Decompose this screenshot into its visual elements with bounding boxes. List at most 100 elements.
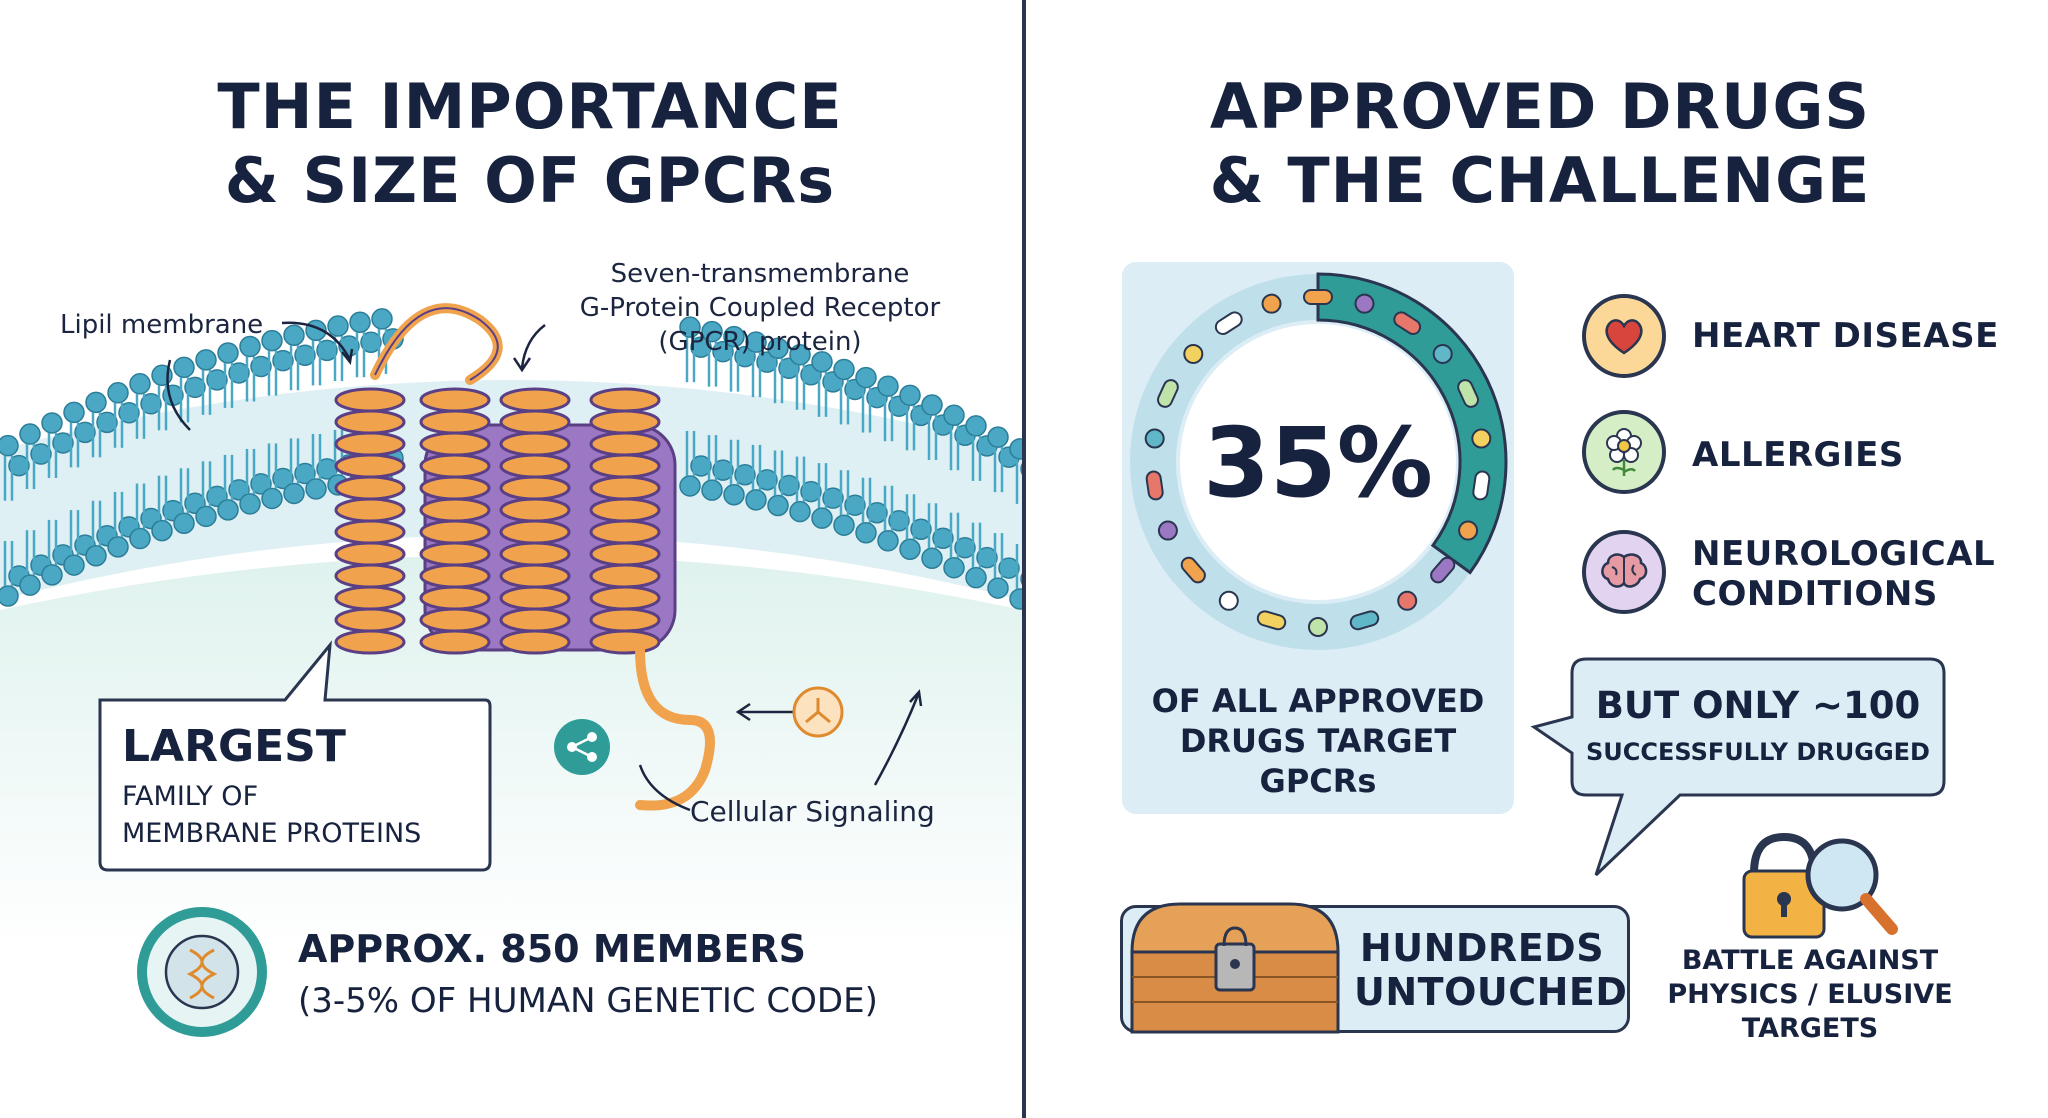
pill-tablet	[1354, 293, 1375, 314]
helix-coil	[419, 563, 491, 589]
lipid-head	[778, 474, 800, 497]
callout-largest: LARGEST	[122, 721, 346, 772]
lipid-head	[173, 512, 195, 534]
lipid-head	[1009, 438, 1022, 460]
lipid-head	[118, 402, 140, 424]
lipid-head	[987, 577, 1009, 599]
lipid-head	[0, 434, 19, 457]
members-line1: APPROX. 850 MEMBERS	[298, 927, 806, 971]
lipid-head	[767, 494, 789, 517]
membrane-arrow	[281, 321, 352, 361]
helix-coil	[334, 519, 406, 545]
lipid-head	[723, 325, 745, 348]
pill-tablet	[1308, 617, 1328, 637]
helix-coil	[419, 475, 491, 501]
lipid-head	[250, 355, 272, 378]
lipid-head	[228, 479, 250, 501]
lipid-head	[206, 369, 228, 391]
helix-coil	[499, 453, 571, 479]
lipid-head	[745, 331, 767, 353]
pill-capsule	[1472, 470, 1491, 501]
lipid-head	[987, 426, 1009, 448]
helix-coil	[334, 541, 406, 567]
lipid-head	[723, 484, 745, 506]
lipid-head	[789, 500, 811, 523]
pill-tablet	[1157, 520, 1178, 541]
drugged-bubble: BUT ONLY ~100 SUCCESSFULLY DRUGGED	[1530, 657, 1946, 877]
helix-coil	[419, 409, 491, 435]
helix-coil	[334, 475, 406, 501]
lipid-tails	[3, 328, 1019, 589]
helix-coil	[419, 519, 491, 545]
lipid-head	[811, 507, 833, 529]
callout-line2: MEMBRANE PROTEINS	[122, 818, 421, 849]
pill-capsule	[1157, 379, 1179, 408]
lipid-head	[107, 382, 129, 404]
lipid-head	[239, 493, 261, 515]
lipid-head	[173, 356, 195, 379]
chest-line2: UNTOUCHED	[1354, 970, 1628, 1014]
lipid-head	[932, 527, 954, 549]
battle-line1: BATTLE AGAINST	[1681, 945, 1939, 976]
lipid-head	[1009, 588, 1022, 610]
lipid-head	[877, 375, 899, 397]
pill-capsule	[1145, 470, 1164, 501]
disease-neuro-line1: NEUROLOGICAL	[1692, 534, 1996, 574]
helix-coil	[589, 453, 661, 479]
left-title-line1: THE IMPORTANCE	[217, 70, 843, 143]
lipid-head	[855, 521, 877, 544]
largest-callout	[98, 640, 492, 872]
lipid-head	[63, 554, 85, 576]
lipid-head	[107, 536, 129, 558]
lipid-head	[41, 564, 63, 586]
lipid-head	[822, 487, 844, 509]
lipid-head	[976, 546, 998, 569]
helix-coil	[589, 585, 661, 611]
bubble-line1: BUT ONLY ~100	[1596, 684, 1921, 727]
lipid-head	[943, 404, 965, 426]
helix-coil	[589, 387, 661, 413]
helix-coil	[499, 519, 571, 545]
helix-coil	[334, 563, 406, 589]
helix-coil	[589, 497, 661, 523]
lipid-head	[294, 344, 316, 366]
lipid-head	[701, 479, 723, 501]
membrane-arrow-2	[166, 359, 191, 431]
helix-coil	[499, 431, 571, 457]
lipid-head	[712, 459, 734, 481]
signaling-arrow-left	[638, 764, 691, 812]
lipid-head	[965, 566, 987, 589]
helix-coil	[419, 387, 491, 413]
pill-capsule	[1430, 556, 1456, 584]
lipid-head	[679, 316, 701, 338]
lipid-head	[690, 336, 712, 358]
treasure-chest-icon	[1130, 902, 1340, 1034]
label-gpcr-2: G-Protein Coupled Receptor	[580, 293, 941, 323]
brain-icon	[1582, 530, 1666, 614]
lipid-head	[866, 501, 888, 524]
stat-value: 35%	[1203, 407, 1433, 519]
helix-coil	[499, 497, 571, 523]
helix-coil	[334, 431, 406, 457]
helix-coil	[499, 585, 571, 611]
lipid-head	[745, 489, 767, 511]
stat-line3: GPCRs	[1260, 762, 1377, 800]
helix-coil	[589, 409, 661, 435]
helix-coil	[499, 409, 571, 435]
lipid-head	[74, 421, 96, 444]
lipid-head	[261, 487, 283, 510]
lipid-head	[954, 536, 976, 559]
helix-coil	[589, 607, 661, 633]
stat-line1: OF ALL APPROVED	[1152, 682, 1485, 720]
helix-coil	[419, 497, 491, 523]
lipid-head	[371, 308, 393, 330]
share-signal-icon	[554, 719, 610, 775]
lipid-head	[283, 482, 305, 505]
helix-coil	[589, 431, 661, 457]
gpcr-helices	[334, 387, 661, 655]
lipid-head	[877, 530, 899, 552]
lipid-head	[855, 366, 877, 389]
pill-capsule	[1214, 311, 1243, 335]
label-membrane: Lipil membrane	[60, 310, 263, 340]
donut-center	[1180, 324, 1456, 600]
